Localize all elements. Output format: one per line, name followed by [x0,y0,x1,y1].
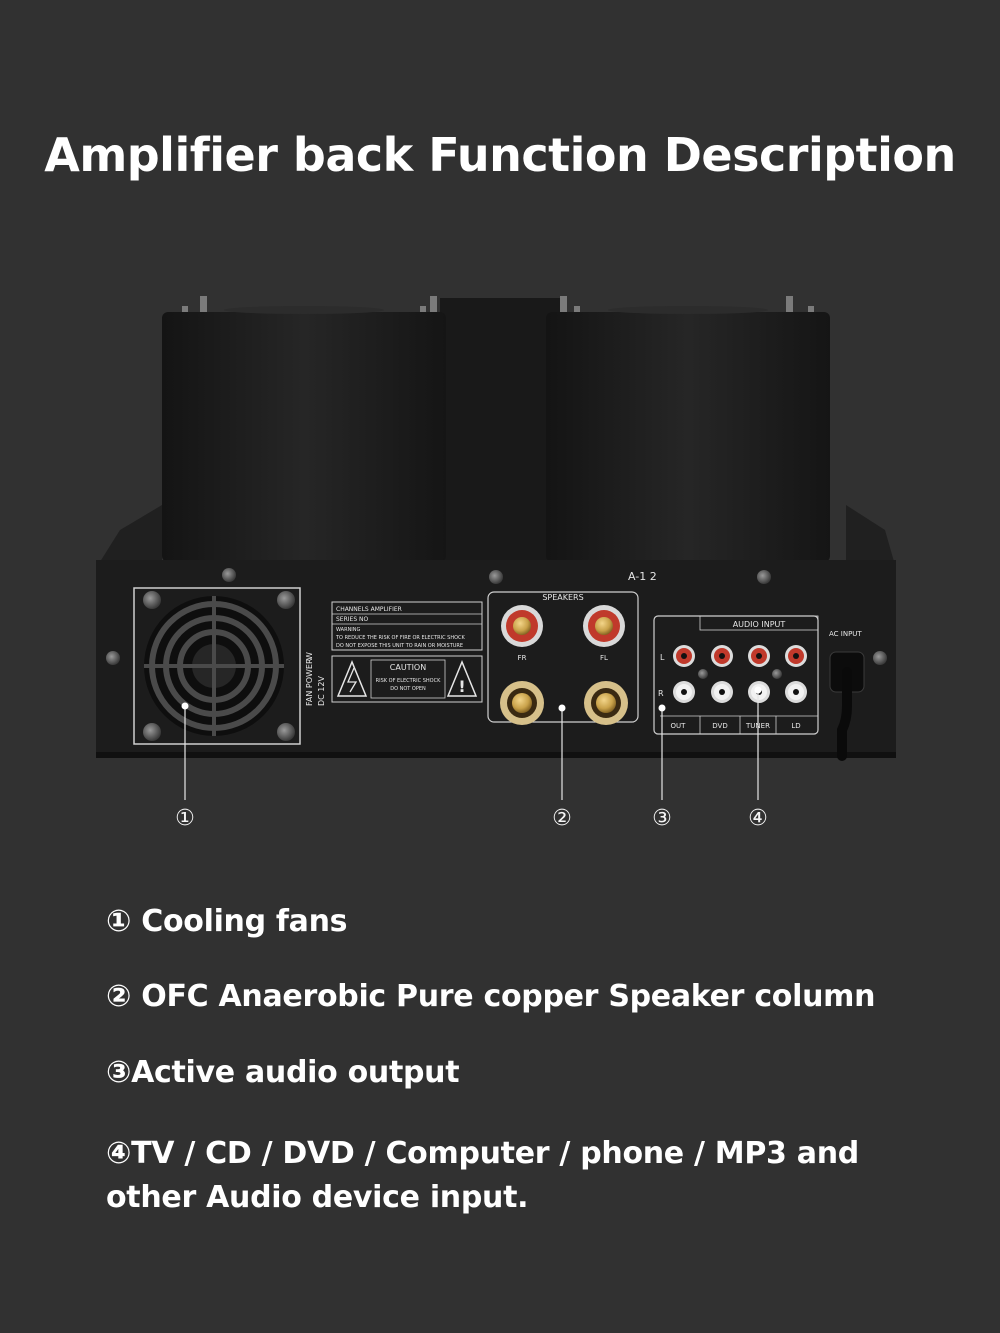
rca-jacks-r [673,681,807,703]
svg-text:!: ! [458,677,465,696]
left-transformer [162,312,446,562]
page-title: Amplifier back Function Description [44,128,956,182]
callout-2: ② [552,806,572,831]
speaker-terminals: SPEAKERS FR FL [487,591,639,725]
binding-post-fl-neg [584,681,628,725]
channel-l-label: L [660,653,665,662]
binding-post-fl [583,605,625,647]
exclamation-warning-icon [446,660,478,697]
label-line: SERIES NO [336,616,369,623]
ac-input-label: AC INPUT [829,630,862,638]
feature-audio-input: ④TV / CD / DVD / Computer / phone / MP3 … [106,1136,859,1215]
shock-warning-icon [336,660,368,697]
feature-speaker-column: ② OFC Anaerobic Pure copper Speaker colu… [106,979,876,1014]
transformer-cover [440,298,560,560]
series-mark: A-1 2 [628,570,657,583]
feature-cooling-fans: ① Cooling fans [106,904,348,939]
speaker-fr-label: FR [518,654,527,662]
callout-4: ④ [748,806,768,831]
callout-lines [184,690,759,800]
speakers-label: SPEAKERS [542,593,583,602]
label-line: TO REDUCE THE RISK OF FIRE OR ELECTRIC S… [335,635,466,641]
port-dvd-label: DVD [712,722,727,730]
callout-3: ③ [652,806,672,831]
audio-input-label: AUDIO INPUT [733,620,786,629]
caution-label: CAUTION RISK OF ELECTRIC SHOCK DO NOT OP… [331,655,483,703]
caution-line: DO NOT OPEN [390,686,426,692]
cooling-fan-icon [133,587,301,745]
audio-input-panel: AUDIO INPUT L R OUT DVD TUNER LD [653,615,819,735]
callout-1: ① [175,806,195,831]
right-transformer [546,312,830,562]
fan-power-spec-1: W [305,652,314,660]
warning-label: CHANNELS AMPLIFIER SERIES NO WARNING TO … [331,601,483,651]
amplifier-back-photo: A-1 2 FAN POWER W DC 12V CHANNELS AMPLIF… [96,296,896,800]
label-line: DO NOT EXPOSE THIS UNIT TO RAIN OR MOIST… [336,643,463,649]
fan-power-spec-2: DC 12V [317,676,326,706]
channel-r-label: R [658,689,664,698]
panel-screws [106,568,887,665]
speaker-fl-label: FL [600,654,608,662]
binding-post-fr-neg [500,681,544,725]
fan-power-label: FAN POWER [305,658,314,706]
caution-title: CAUTION [390,663,426,672]
ac-input: AC INPUT [829,630,865,761]
label-line: CHANNELS AMPLIFIER [336,606,402,613]
binding-post-fr [501,605,543,647]
port-out-label: OUT [671,722,687,730]
callout-dots [181,686,762,712]
rca-jacks-l [673,645,807,667]
port-ld-label: LD [791,722,800,730]
feature-audio-output: ③Active audio output [106,1055,460,1090]
caution-line: RISK OF ELECTRIC SHOCK [376,678,441,684]
label-line: WARNING [336,627,361,633]
